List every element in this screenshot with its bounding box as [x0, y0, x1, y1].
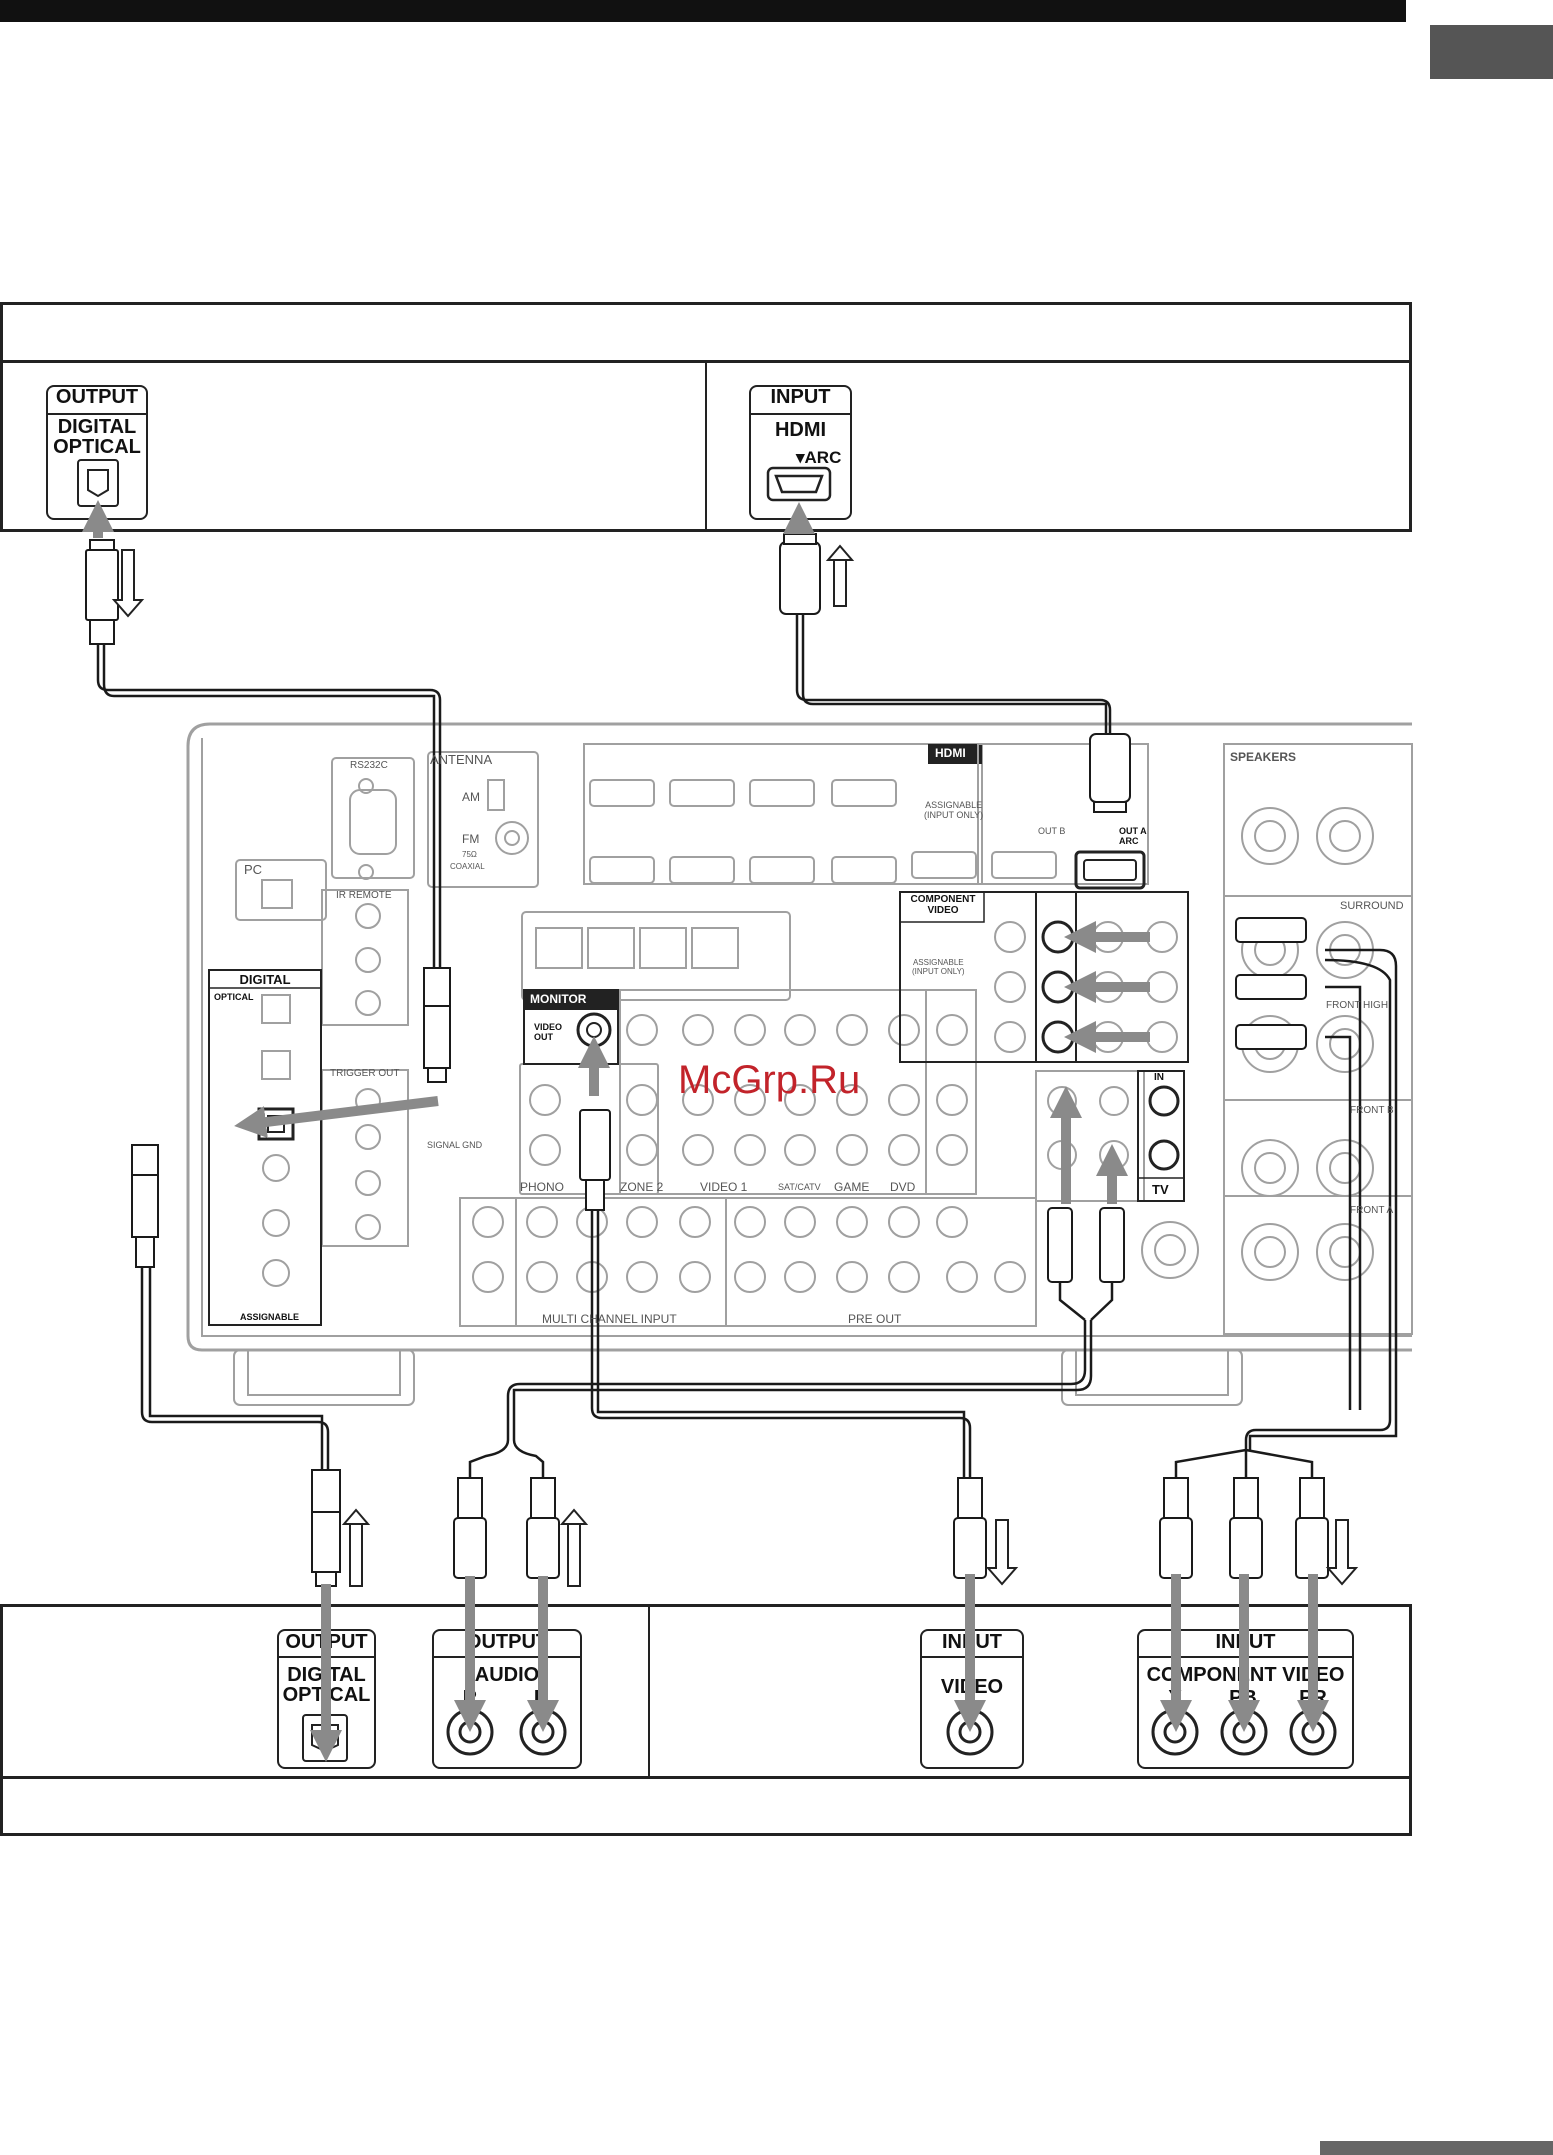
surround-label: SURROUND [1340, 900, 1404, 912]
monitor-label: MONITOR [530, 992, 587, 1006]
digital-audio-section [208, 969, 322, 1326]
digital-section-label: DIGITAL [239, 972, 291, 987]
cables [96, 610, 1398, 1480]
pc-label: PC [244, 862, 263, 877]
trigger-out-label: TRIGGER OUT [330, 1068, 400, 1079]
section-tab [1430, 25, 1553, 79]
rs232c-label: RS232C [350, 760, 388, 771]
am-label: AM [462, 790, 480, 804]
antenna-label: ANTENNA [430, 752, 493, 767]
plug-rca-bottom [453, 1477, 1329, 1579]
flow-indicators [111, 544, 1359, 1587]
optical-label: OPTICAL [53, 436, 141, 458]
plug-optical-receiver-a [423, 967, 451, 1083]
hdmi-assignable-label: ASSIGNABLE (INPUT ONLY) [924, 800, 984, 820]
pre-out-label: PRE OUT [848, 1312, 902, 1326]
input-header: INPUT [751, 387, 850, 415]
monitor-video-out-label: VIDEO OUT [534, 1022, 563, 1042]
fm-ohm-label: 75Ω [462, 850, 477, 859]
speakers-label: SPEAKERS [1230, 750, 1297, 764]
tv-label: TV [1152, 1182, 1169, 1197]
output-header: OUTPUT [48, 387, 146, 415]
top-optical-jack [77, 459, 119, 507]
bottom-devices-frame [0, 1604, 1412, 1836]
out-b-label: OUT B [1038, 826, 1066, 836]
top-frame-divider [3, 360, 1409, 363]
top-devices-frame [0, 302, 1412, 532]
network-ports [521, 911, 791, 1001]
component-assignable-label: ASSIGNABLE (INPUT ONLY) [912, 958, 965, 976]
audio-output-header: OUTPUT [434, 1632, 580, 1658]
top-frame-separator [705, 362, 707, 530]
bottom-frame-divider [3, 1776, 1409, 1779]
plug-hdmi-top [779, 533, 821, 615]
plug-hdmi-receiver [1089, 733, 1131, 813]
multi-channel-pre-out [459, 1197, 1037, 1327]
rs232c-section [331, 757, 415, 880]
watermark: McGrp.Ru [678, 1058, 861, 1102]
plug-optical-bottom [311, 1469, 341, 1587]
video1-label: VIDEO 1 [700, 1180, 748, 1194]
top-hdmi-jack [766, 466, 832, 502]
sat-catv-label: SAT/CATV [778, 1182, 821, 1192]
digital-assignable-label: ASSIGNABLE [240, 1312, 300, 1322]
ir-remote-label: IR REMOTE [336, 890, 392, 901]
hdmi-section [583, 743, 1149, 890]
plug-rca-receiver [1047, 917, 1307, 1283]
front-high-label: FRONT HIGH [1326, 1000, 1389, 1011]
player-audio-output-panel [432, 1629, 582, 1769]
av-jack-grid [519, 989, 977, 1195]
ir-remote-section [321, 889, 409, 1026]
fm-label: FM [462, 832, 480, 846]
front-b-label: FRONT B [1350, 1105, 1394, 1116]
front-a-label: FRONT A [1350, 1205, 1394, 1216]
header-bar [0, 0, 1406, 22]
signal-gnd-label: SIGNAL GND [427, 1140, 483, 1150]
page-footer-tab [1320, 2141, 1553, 2155]
bottom-rca-jacks [446, 1708, 1337, 1756]
trigger-out-section [321, 1069, 409, 1247]
fm-coaxial-label: COAXIAL [450, 862, 485, 871]
dvd-label: DVD [890, 1180, 916, 1194]
zone2-label: ZONE 2 [620, 1180, 664, 1194]
digital-label: DIGITAL [57, 416, 137, 438]
receiver-rear-panel [186, 722, 1412, 1406]
optical-section-label: OPTICAL [214, 992, 254, 1002]
out-a-arc-label: OUT A ARC [1119, 826, 1147, 846]
component-video-label: COMPONENT VIDEO [910, 894, 976, 916]
audio-label: AUDIO [474, 1664, 540, 1686]
plug-video-receiver [579, 1109, 611, 1211]
hdmi-label: HDMI [774, 419, 827, 441]
bottom-frame-separator [648, 1607, 650, 1776]
plug-optical-receiver-b [131, 1144, 159, 1268]
arc-label: ▾ARC [796, 448, 842, 467]
antenna-section [427, 751, 539, 888]
multi-channel-label: MULTI CHANNEL INPUT [542, 1312, 677, 1326]
component-video-section [899, 891, 1189, 1063]
phono-label: PHONO [520, 1180, 565, 1194]
signal-arrows [81, 499, 1330, 1763]
tv-in-label: IN [1154, 1072, 1164, 1083]
hdmi-section-label: HDMI [935, 746, 966, 760]
plug-optical-top [85, 539, 119, 645]
game-label: GAME [834, 1180, 870, 1194]
